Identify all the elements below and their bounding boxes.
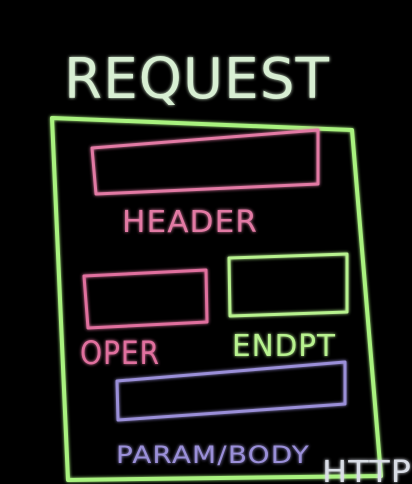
outer-request-frame (50, 116, 383, 482)
header-label: HEADER (122, 205, 258, 240)
header-box (90, 128, 320, 196)
endpt-label: ENDPT (232, 329, 336, 364)
oper-label: OPER (80, 334, 160, 372)
oper-box (82, 268, 209, 330)
param-body-label: PARAM/BODY (116, 441, 310, 469)
param-body-box (115, 360, 347, 422)
endpt-box (227, 252, 349, 318)
diagram-title: REQUEST (64, 47, 330, 112)
footer-http-label: HTTP (322, 455, 412, 484)
